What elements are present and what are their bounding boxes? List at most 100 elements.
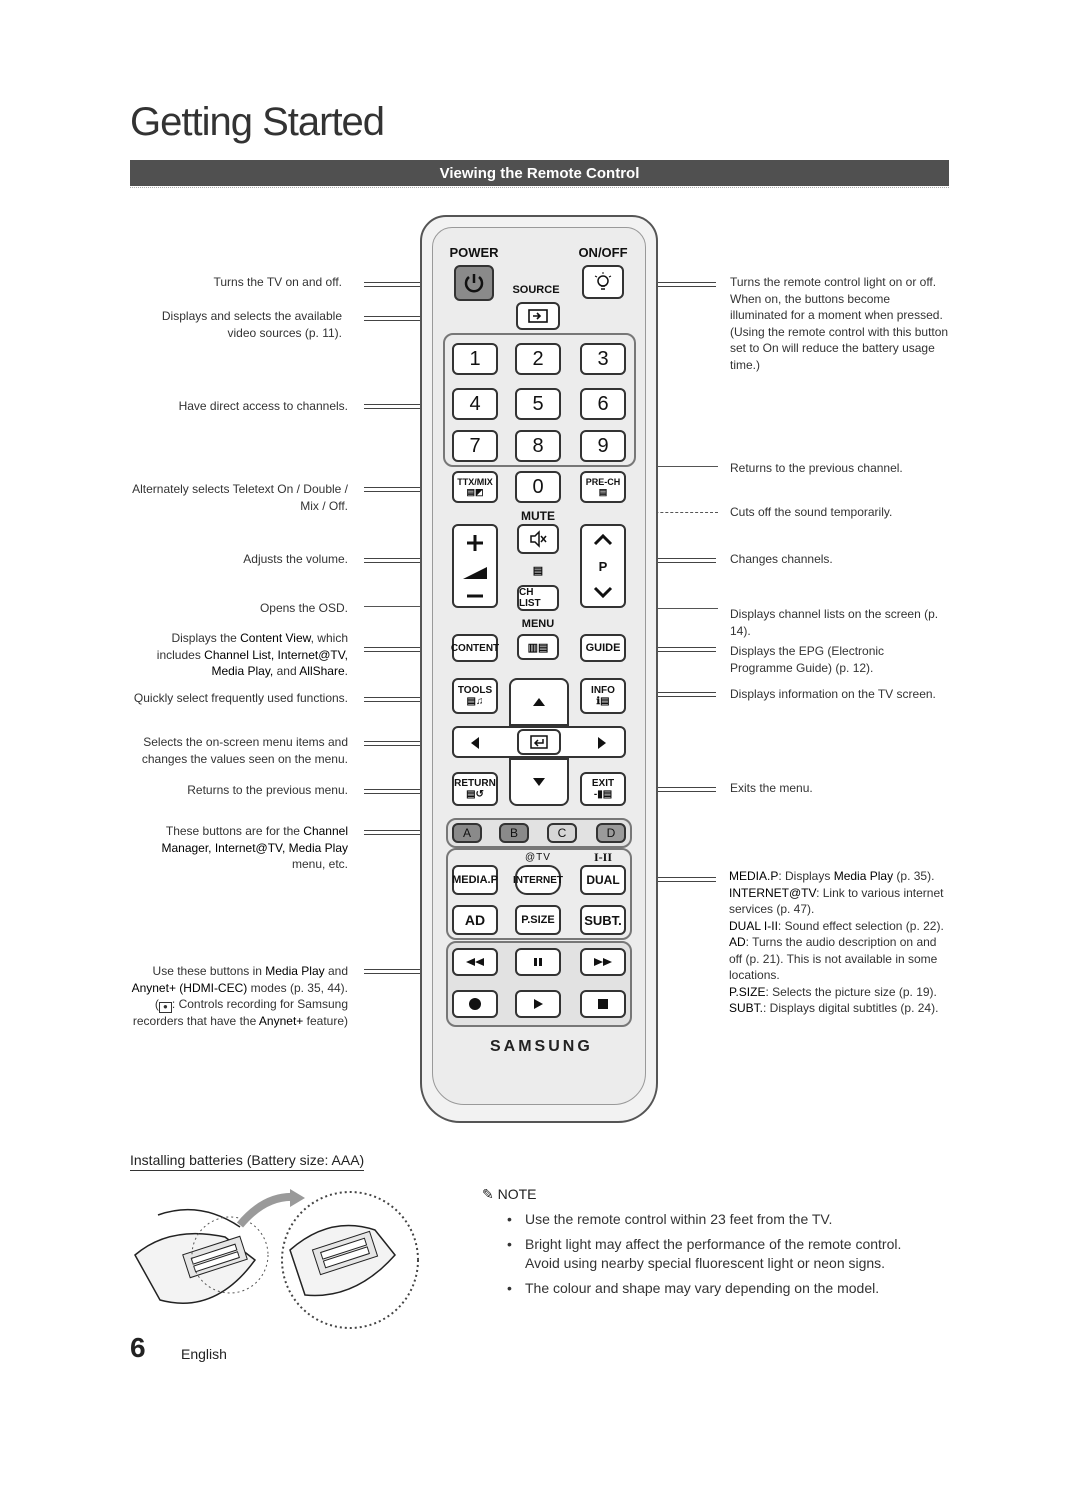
nav-left-button[interactable] — [470, 736, 480, 755]
exit-icon: -▮▤ — [593, 789, 613, 800]
digit-button-6[interactable]: 6 — [580, 388, 626, 420]
nav-up-button[interactable] — [509, 678, 569, 726]
play-button[interactable] — [515, 990, 561, 1018]
menu-button[interactable]: ▥▤ — [517, 634, 559, 660]
leader-line — [364, 404, 444, 409]
media-p-button[interactable]: MEDIA.P — [452, 865, 498, 895]
pre-ch-button[interactable]: PRE-CH▤ — [580, 471, 626, 503]
record-icon — [469, 998, 481, 1010]
enter-icon — [530, 735, 548, 749]
digit-button-7[interactable]: 7 — [452, 430, 498, 462]
stop-button[interactable] — [580, 990, 626, 1018]
label-media-text: : Controls recording for Samsung recorde… — [132, 997, 348, 1028]
internet-button[interactable]: INTERNET — [513, 865, 563, 895]
digit-button-3[interactable]: 3 — [580, 343, 626, 375]
note-heading-text: NOTE — [497, 1186, 537, 1202]
channel-rocker[interactable]: P — [580, 524, 626, 608]
volume-rocker[interactable] — [452, 524, 498, 608]
note-item: •Bright light may affect the performance… — [507, 1235, 937, 1273]
up-arrow-icon — [533, 698, 545, 706]
color-button-c[interactable]: C — [547, 823, 577, 843]
fast-forward-button[interactable] — [580, 948, 626, 976]
down-arrow-icon — [533, 778, 545, 786]
exit-button[interactable]: EXIT-▮▤ — [580, 772, 626, 806]
tools-button[interactable]: TOOLS▤♫ — [452, 678, 498, 714]
pause-button[interactable] — [515, 948, 561, 976]
label-text: : Displays digital subtitles (p. 24). — [763, 1001, 939, 1015]
record-button[interactable] — [452, 990, 498, 1018]
bullet: • — [507, 1236, 512, 1252]
p-size-button[interactable]: P.SIZE — [515, 905, 561, 935]
digit-button-0[interactable]: 0 — [515, 471, 561, 503]
leader-line — [628, 466, 718, 467]
leader-line — [364, 830, 446, 835]
label-tools: Quickly select frequently used functions… — [133, 691, 348, 705]
color-button-a[interactable]: A — [452, 823, 482, 843]
record-icon: ● — [158, 1002, 172, 1013]
label-source: Displays and selects the available video… — [161, 309, 342, 340]
digit-button-8[interactable]: 8 — [515, 430, 561, 462]
label-info: Displays information on the TV screen. — [730, 687, 936, 701]
subt-button[interactable]: SUBT. — [580, 905, 626, 935]
rewind-button[interactable] — [452, 948, 498, 976]
label-text: : Sound effect selection (p. 22). — [777, 918, 944, 933]
nav-down-button[interactable] — [509, 758, 569, 806]
color-button-b[interactable]: B — [499, 823, 529, 843]
mute-button[interactable] — [517, 524, 559, 554]
pencil-icon: ✎ — [482, 1186, 498, 1202]
light-button[interactable] — [582, 265, 624, 299]
label-volume: Adjusts the volume. — [243, 552, 348, 566]
source-button[interactable] — [516, 302, 560, 330]
volume-level-icon — [463, 567, 487, 579]
note-item-text: The colour and shape may vary depending … — [525, 1280, 880, 1296]
label-content: Displays the Content View, which include… — [140, 630, 348, 680]
label-psize: P.SIZE: Selects the picture size (p. 19)… — [729, 984, 951, 1001]
enter-button[interactable] — [517, 729, 561, 755]
ttx-mix-button[interactable]: TTX/MIX▤◩ — [452, 471, 498, 503]
label-text: : Turns the audio description on and off… — [729, 935, 938, 982]
digit-button-4[interactable]: 4 — [452, 388, 498, 420]
divider — [130, 187, 949, 188]
pause-icon — [534, 958, 542, 966]
minus-icon — [467, 594, 483, 598]
label-media-bold: Anynet+ — [258, 1014, 304, 1028]
leader-line — [364, 789, 452, 794]
label-bold: SUBT. — [729, 1001, 764, 1015]
digit-button-2[interactable]: 2 — [515, 343, 561, 375]
number-pad-frame — [443, 333, 636, 467]
content-button[interactable]: CONTENT — [451, 634, 499, 662]
return-button[interactable]: RETURN▤↺ — [452, 772, 498, 806]
label-media-bold: Anynet+ (HDMI-CEC) — [131, 980, 248, 995]
digit-button-1[interactable]: 1 — [452, 343, 498, 375]
label-media-bold: Media Play — [265, 964, 325, 978]
leader-line — [364, 558, 420, 563]
dual-button[interactable]: DUAL — [580, 865, 626, 895]
samsung-logo: SAMSUNG — [490, 1038, 593, 1055]
label-media-text: modes — [247, 980, 287, 995]
note-item: •Use the remote control within 23 feet f… — [507, 1210, 937, 1229]
left-arrow-icon — [471, 737, 479, 749]
label-mute: Cuts off the sound temporarily. — [730, 505, 893, 519]
color-button-d[interactable]: D — [596, 823, 626, 843]
language-label: English — [181, 1346, 227, 1362]
label-color-buttons: These buttons are for the Channel Manage… — [160, 823, 348, 873]
digit-button-9[interactable]: 9 — [580, 430, 626, 462]
leader-line — [628, 647, 716, 652]
label-internet: INTERNET@TV: Link to various internet se… — [729, 885, 951, 918]
label-osd: Opens the OSD. — [259, 601, 348, 615]
exit-label: EXIT — [591, 778, 615, 789]
nav-right-button[interactable] — [597, 736, 607, 755]
label-subt: SUBT.: Displays digital subtitles (p. 24… — [729, 1000, 951, 1017]
digit-button-5[interactable]: 5 — [515, 388, 561, 420]
menu-label: MENU — [521, 618, 555, 630]
power-button[interactable] — [454, 265, 494, 301]
ch-list-button[interactable]: CH LIST — [517, 585, 559, 611]
ad-button[interactable]: AD — [452, 905, 498, 935]
label-color-text: These buttons are for the — [165, 824, 300, 838]
label-media: Use these buttons in Media Play and Anyn… — [131, 964, 348, 1028]
return-label: RETURN — [454, 778, 496, 789]
guide-button[interactable]: GUIDE — [580, 634, 626, 662]
fast-forward-icon — [594, 958, 612, 966]
down-arrow-icon — [593, 586, 613, 599]
